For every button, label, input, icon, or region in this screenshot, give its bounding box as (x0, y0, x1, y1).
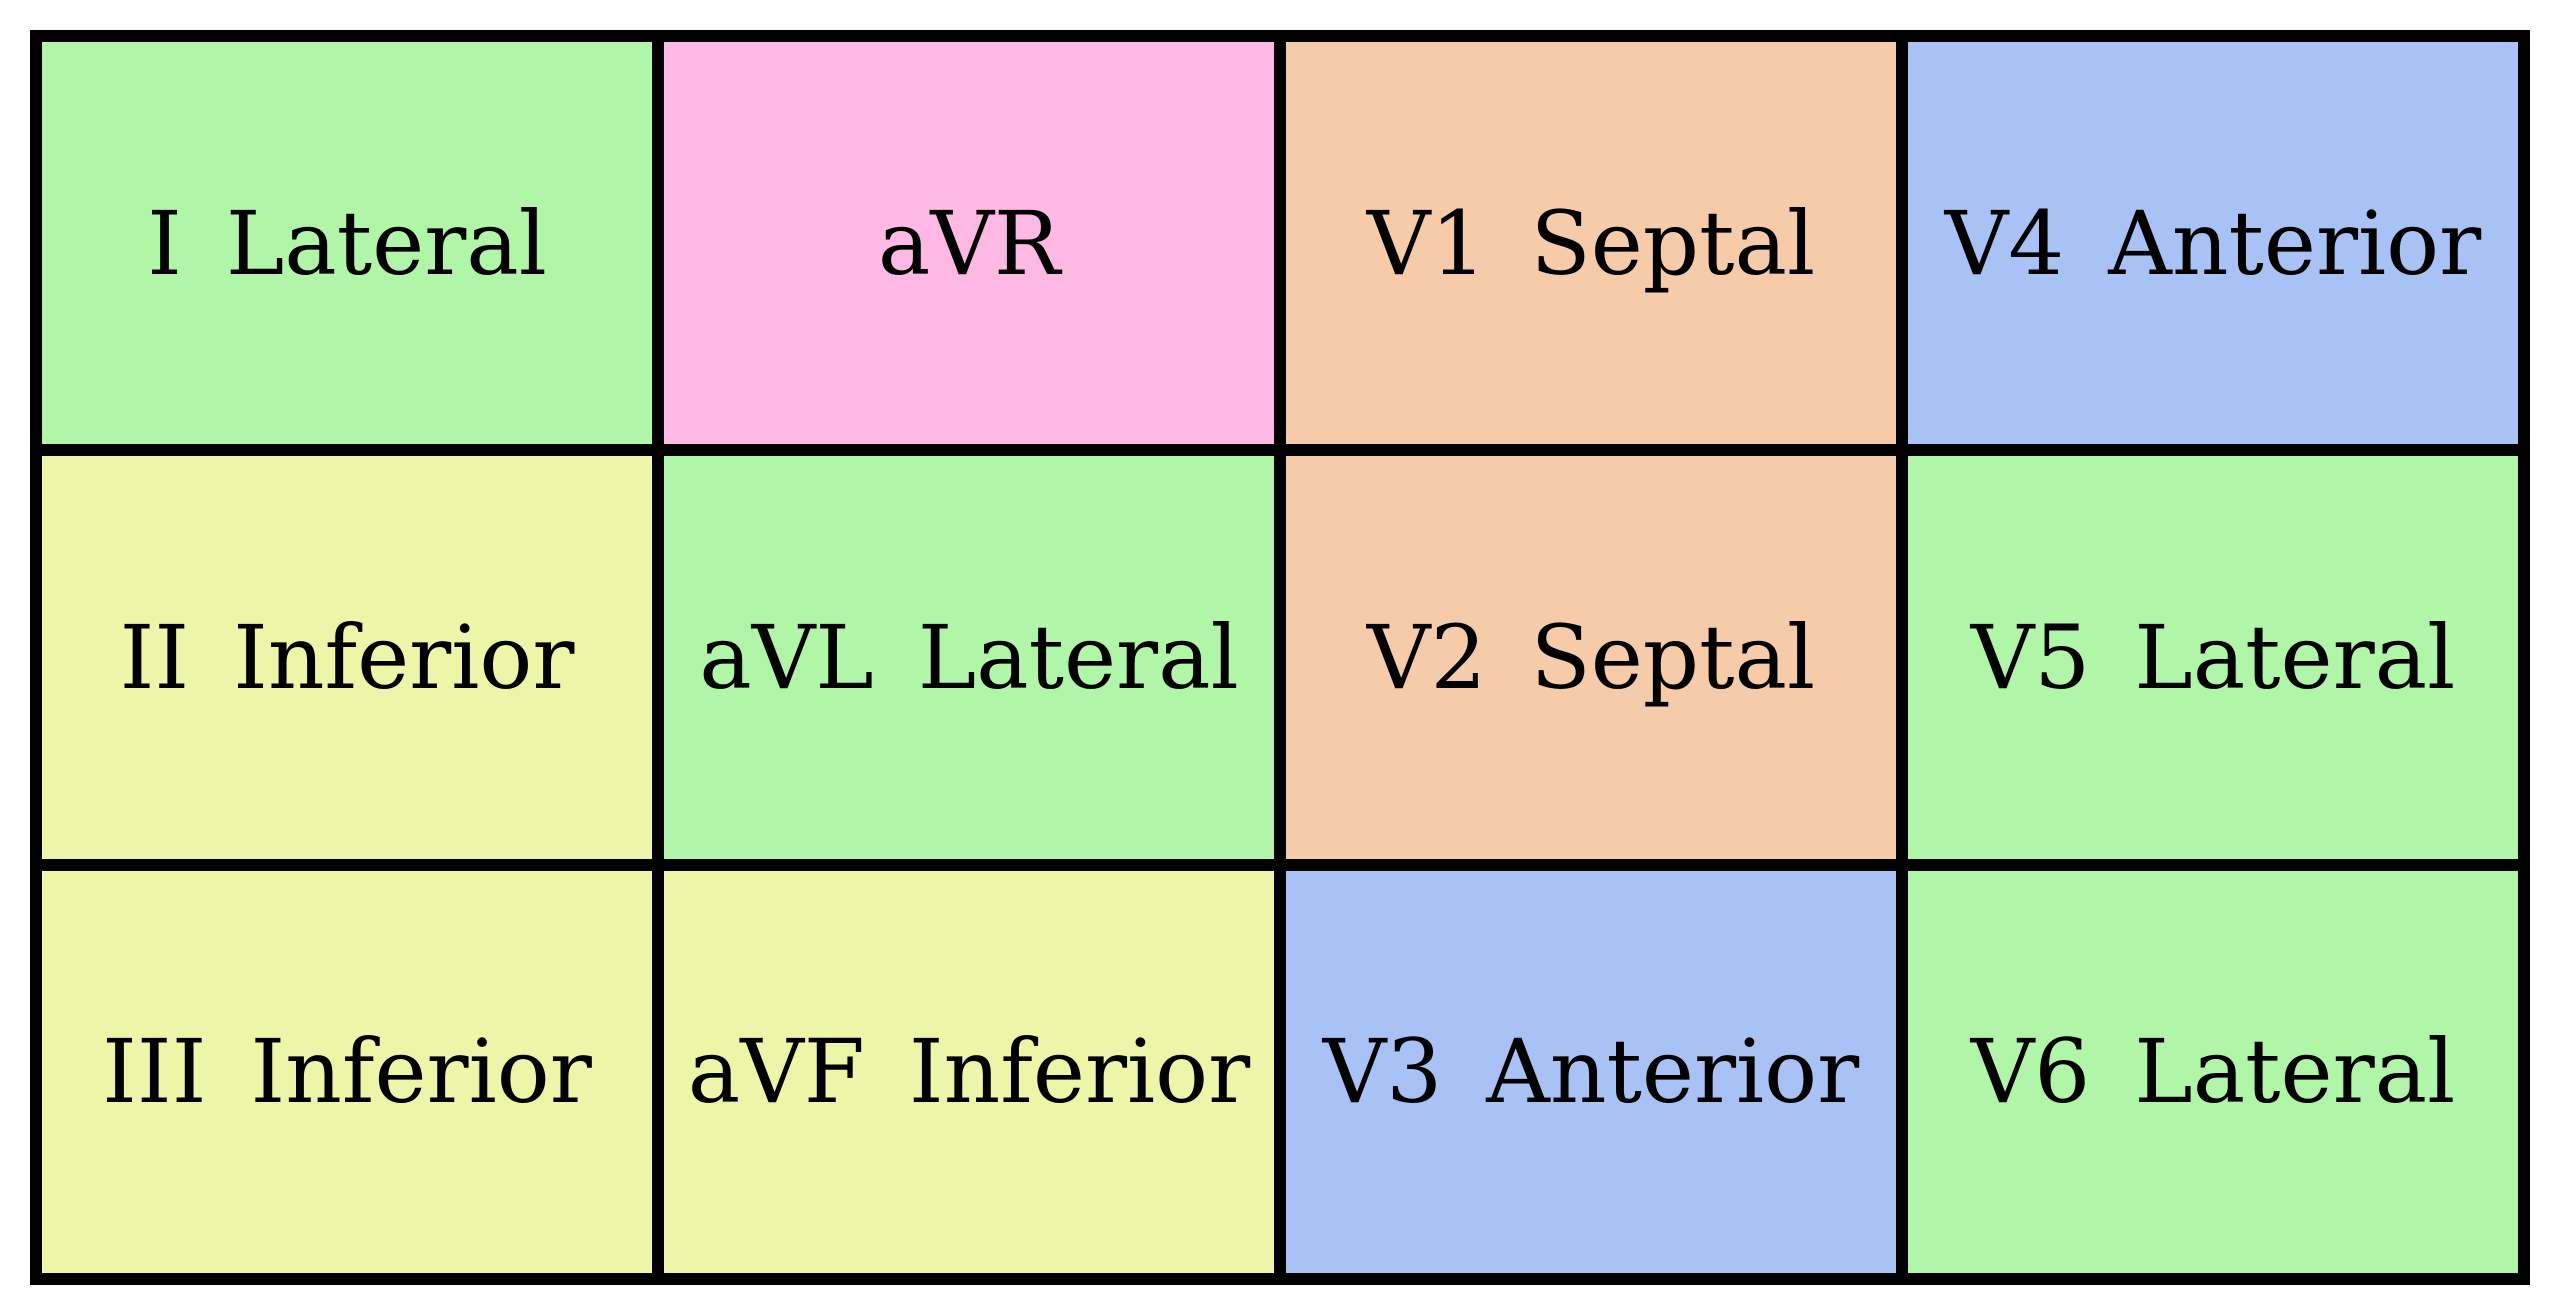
cell-lead-v3: V3 Anterior (1286, 870, 1896, 1273)
lead-label: aVL (699, 605, 874, 709)
lead-label: aVF (687, 1020, 865, 1124)
region-label: Lateral (2134, 1020, 2456, 1124)
lead-label: V1 (1366, 191, 1487, 295)
region-label: Septal (1530, 605, 1816, 709)
region-label: Lateral (917, 605, 1239, 709)
cell-lead-v4: V4 Anterior (1908, 42, 2518, 445)
lead-label: aVR (877, 191, 1061, 295)
cell-lead-avl: aVL Lateral (664, 456, 1274, 859)
lead-label: V5 (1970, 605, 2091, 709)
lead-label: V3 (1322, 1020, 1443, 1124)
region-label: Lateral (2134, 605, 2456, 709)
lead-label: III (102, 1020, 207, 1124)
cell-lead-v5: V5 Lateral (1908, 456, 2518, 859)
lead-label: I (147, 191, 182, 295)
lead-label: II (119, 605, 190, 709)
region-label: Anterior (1486, 1020, 1860, 1124)
lead-label: V4 (1944, 191, 2065, 295)
cell-lead-i: I Lateral (42, 42, 652, 445)
region-label: Anterior (2108, 191, 2482, 295)
region-label: Inferior (908, 1020, 1251, 1124)
cell-lead-avr: aVR (664, 42, 1274, 445)
region-label: Lateral (225, 191, 547, 295)
cell-lead-iii: III Inferior (42, 870, 652, 1273)
cell-lead-ii: II Inferior (42, 456, 652, 859)
lead-label: V6 (1970, 1020, 2091, 1124)
cell-lead-v6: V6 Lateral (1908, 870, 2518, 1273)
cell-lead-v1: V1 Septal (1286, 42, 1896, 445)
cell-lead-v2: V2 Septal (1286, 456, 1896, 859)
region-label: Septal (1530, 191, 1816, 295)
region-label: Inferior (250, 1020, 592, 1124)
region-label: Inferior (233, 605, 575, 709)
lead-label: V2 (1366, 605, 1487, 709)
cell-lead-avf: aVF Inferior (664, 870, 1274, 1273)
